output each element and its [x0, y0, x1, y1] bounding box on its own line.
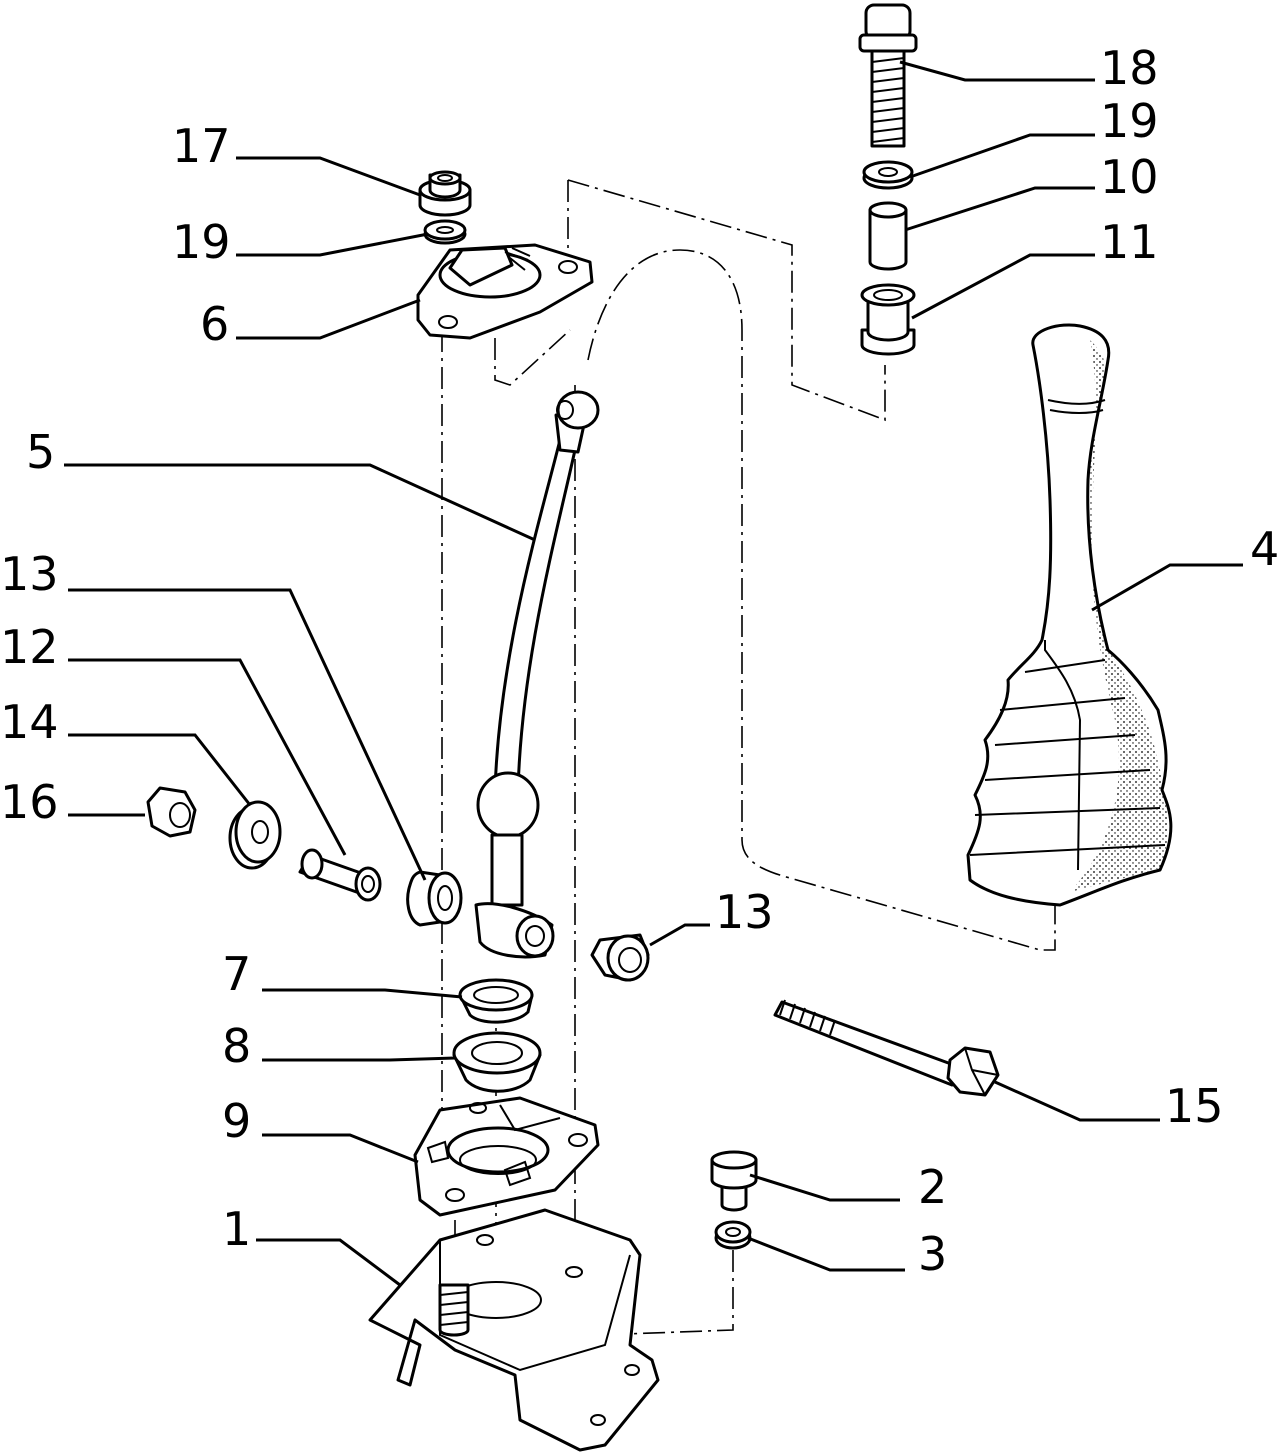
part-5-lever-rod [474, 390, 600, 959]
part-12-sleeve [298, 848, 382, 902]
part-16-nut [146, 786, 197, 838]
part-9-lower-plate [413, 1096, 600, 1217]
part-2-screw [710, 1150, 758, 1212]
callout-7: 7 [222, 947, 251, 1001]
part-10-bush [868, 201, 908, 271]
callout-8: 8 [222, 1019, 251, 1073]
callout-2: 2 [918, 1160, 947, 1214]
callout-4: 4 [1250, 522, 1279, 576]
callout-10: 10 [1100, 150, 1159, 204]
callout-12: 12 [0, 620, 59, 674]
part-19-washer-left [423, 219, 467, 245]
callout-3: 3 [918, 1227, 947, 1281]
part-1-bracket [368, 1208, 660, 1452]
callout-18: 18 [1100, 41, 1159, 95]
part-8-cup [452, 1031, 542, 1093]
leader-lines [64, 60, 1243, 1287]
callout-17: 17 [172, 119, 231, 173]
part-7-seal [458, 978, 534, 1024]
callout-14: 14 [0, 695, 59, 749]
callout-9: 9 [222, 1094, 251, 1148]
callout-13-right: 13 [715, 885, 774, 939]
part-3-washer [714, 1220, 752, 1250]
part-15-bolt [773, 999, 1000, 1097]
part-6-upper-plate [416, 243, 594, 340]
part-13-bush-right [590, 933, 650, 982]
part-4-knob-boot [966, 323, 1173, 907]
callout-1: 1 [222, 1202, 251, 1256]
part-13-bush-left [406, 870, 463, 927]
callout-11: 11 [1100, 215, 1159, 269]
callout-13-left: 13 [0, 547, 59, 601]
part-18-bolt [858, 3, 918, 148]
part-19-washer-top [862, 160, 914, 190]
callout-6: 6 [200, 297, 229, 351]
part-17-nut [418, 170, 472, 217]
part-11-flanged-bush [860, 283, 916, 356]
callout-5: 5 [26, 425, 55, 479]
part-14-washer [228, 800, 282, 870]
callout-19-top: 19 [1100, 94, 1159, 148]
callout-16: 16 [0, 775, 59, 829]
callout-15: 15 [1165, 1079, 1224, 1133]
callout-19-left: 19 [172, 215, 231, 269]
callout-labels: 18 19 10 11 17 19 6 5 4 13 12 14 16 13 7… [0, 41, 1279, 1281]
